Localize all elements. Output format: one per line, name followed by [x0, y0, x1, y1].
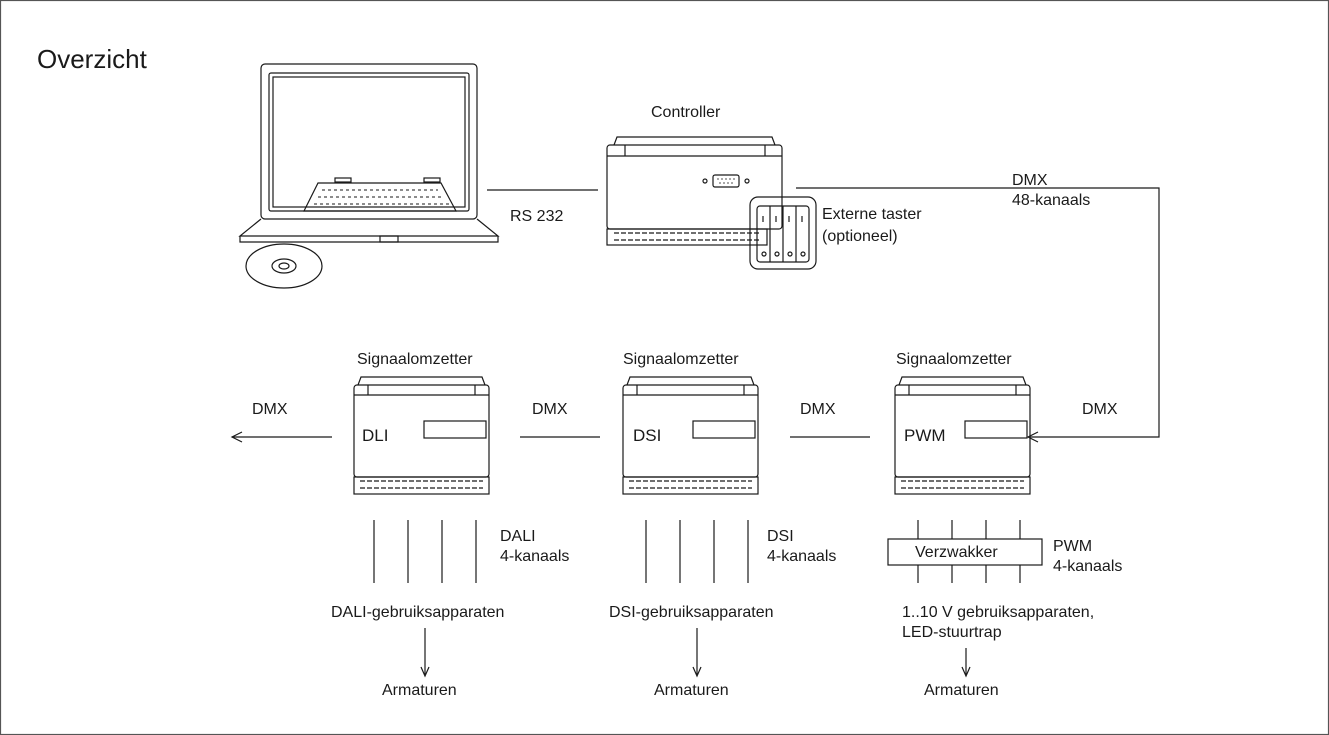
dali-output-lines [373, 520, 477, 583]
dmx-main-line [796, 187, 1160, 438]
pwm-fixtures-label: Armaturen [924, 682, 999, 699]
laptop-icon [238, 63, 500, 243]
external-button-label: Externe taster [822, 206, 922, 223]
converter-pwm-type: PWM [904, 426, 946, 445]
dmx-dsi-pwm-label: DMX [800, 401, 836, 418]
fixture-arrows [420, 628, 971, 678]
dmx-in-pwm-label: DMX [1082, 401, 1118, 418]
converter-pwm-label: Signaalomzetter [896, 351, 1012, 368]
converter-dli-label: Signaalomzetter [357, 351, 473, 368]
converter-dli-icon [353, 376, 490, 495]
pwm-channels-label: 4-kanaals [1053, 558, 1123, 575]
converter-dsi-icon [622, 376, 759, 495]
converter-pwm-icon [894, 376, 1031, 495]
pwm-devices-label-2: LED-stuurtrap [902, 624, 1002, 641]
dsi-output-lines [645, 520, 749, 583]
dsi-channels-label: 4-kanaals [767, 548, 837, 565]
dsi-output-label: DSI [767, 528, 794, 545]
dsi-devices-label: DSI-gebruiksapparaten [609, 604, 774, 621]
external-button-note: (optioneel) [822, 228, 898, 245]
converter-dsi-type: DSI [633, 426, 662, 445]
external-button-icon [749, 196, 817, 270]
dmx-out-label: DMX [1012, 172, 1048, 189]
amplifier-box [887, 538, 1043, 566]
dali-output-label: DALI [500, 528, 536, 545]
page-title: Overzicht [37, 44, 147, 74]
converter-dli-type: DLI [362, 426, 389, 445]
controller-device-icon [606, 136, 783, 246]
dmx-dli-dsi-label: DMX [532, 401, 568, 418]
amplifier-label: Verzwakker [915, 544, 998, 561]
dmx-arrow-in [1026, 431, 1039, 443]
converter-dsi-label: Signaalomzetter [623, 351, 739, 368]
dmx-channels-label: 48-kanaals [1012, 192, 1091, 209]
dsi-fixtures-label: Armaturen [654, 682, 729, 699]
dali-devices-label: DALI-gebruiksapparaten [331, 604, 505, 621]
dali-channels-label: 4-kanaals [500, 548, 570, 565]
cd-icon [245, 243, 323, 289]
dali-fixtures-label: Armaturen [382, 682, 457, 699]
dmx-out-dli-label: DMX [252, 401, 288, 418]
dmx-arrow-out [230, 431, 243, 443]
pwm-devices-label: 1..10 V gebruiksapparaten, [902, 604, 1095, 621]
rs232-label: RS 232 [510, 208, 564, 225]
pwm-output-label: PWM [1053, 538, 1093, 555]
controller-label: Controller [651, 104, 721, 121]
